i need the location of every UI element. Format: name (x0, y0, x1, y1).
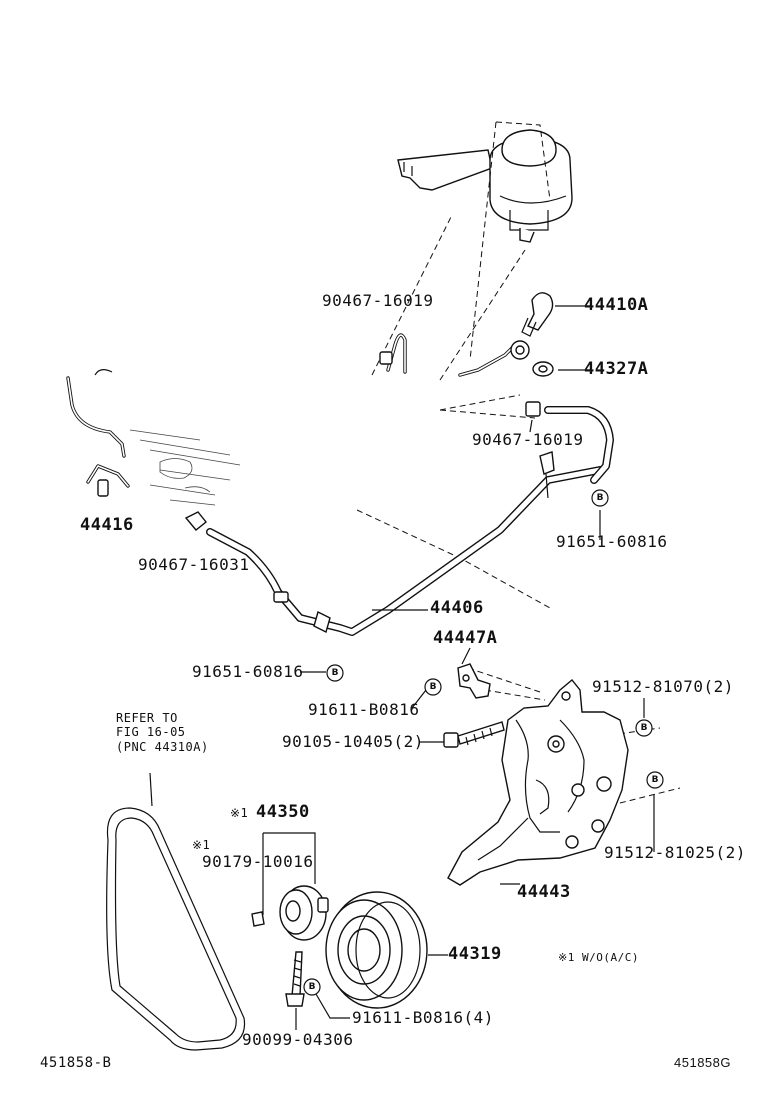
union-fitting (521, 292, 554, 337)
label-91611-B0816-4: 91611-B0816(4) (352, 1008, 494, 1027)
crank-pulley-44319 (325, 891, 428, 1009)
engine-sketch (66, 369, 241, 506)
label-91651-60816-right: 91651-60816 (556, 532, 668, 551)
idler-pulley-44350 (251, 832, 329, 941)
label-91651-60816-left: 91651-60816 (192, 662, 304, 681)
gasket-hose (458, 340, 554, 377)
bolt-90105 (443, 721, 505, 748)
bolt-marker: B (326, 664, 344, 682)
bracket-44447A (457, 663, 491, 699)
bolt-marker: B (424, 678, 442, 696)
label-44447A: 44447A (433, 628, 498, 648)
label-leaders (295, 305, 655, 1030)
bolt-90099 (285, 951, 305, 1007)
svg-text:B: B (652, 775, 659, 785)
svg-text:B: B (332, 668, 339, 678)
label-44350-mark: ※1 (230, 806, 249, 820)
bolt-marker: B (303, 978, 321, 996)
footer-left-code: 451858-B (40, 1055, 112, 1071)
label-90179-mark: ※1 (192, 838, 211, 852)
label-90099-04306: 90099-04306 (242, 1030, 354, 1049)
label-44350: 44350 (256, 802, 310, 822)
bolt-marker-set: B B B B B B (303, 489, 664, 996)
label-90467-16019-top: 90467-16019 (322, 291, 434, 310)
label-91611-B0816: 91611-B0816 (308, 700, 420, 719)
return-pipe-44406 (184, 466, 604, 636)
bolt-marker: B (635, 719, 653, 737)
bolt-marker: B (591, 489, 609, 507)
v-belt (106, 772, 246, 1051)
reservoir-tank (397, 121, 573, 361)
pump-bracket-44443 (447, 679, 629, 886)
bolt-marker: B (646, 771, 664, 789)
return-hose-upper (525, 401, 614, 499)
label-90105-10405: 90105-10405(2) (282, 732, 424, 751)
label-44410A: 44410A (584, 295, 649, 315)
svg-text:B: B (641, 723, 648, 733)
label-90467-16019-mid: 90467-16019 (472, 430, 584, 449)
label-44443: 44443 (517, 882, 571, 902)
label-44319: 44319 (448, 944, 502, 964)
label-91512-81070: 91512-81070(2) (592, 677, 734, 696)
footer-right-code: 451858G (674, 1055, 731, 1070)
footnote-ac: ※1 W/O(A/C) (558, 951, 639, 964)
refer-line-3: (PNC 44310A) (116, 740, 209, 754)
label-90467-16031: 90467-16031 (138, 555, 250, 574)
refer-line-1: REFER TO (116, 711, 178, 725)
refer-line-2: FIG 16-05 (116, 725, 186, 739)
svg-text:B: B (597, 493, 604, 503)
label-44416: 44416 (80, 515, 134, 535)
svg-text:B: B (430, 682, 437, 692)
svg-text:B: B (309, 982, 316, 992)
label-44327A: 44327A (584, 359, 649, 379)
label-44406: 44406 (430, 598, 484, 618)
label-91512-81025: 91512-81025(2) (604, 843, 746, 862)
label-90179-10016: 90179-10016 (202, 852, 314, 871)
hose-top (379, 333, 407, 374)
